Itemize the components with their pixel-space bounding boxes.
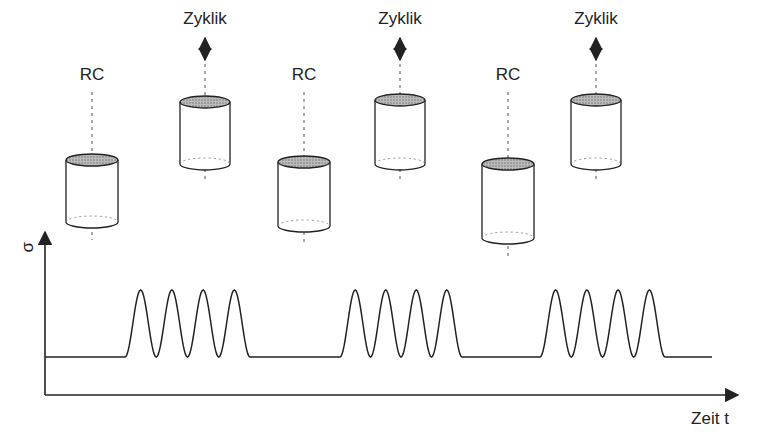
specimen-cylinder xyxy=(571,38,621,182)
specimen-cylinder xyxy=(278,92,330,244)
stress-signal xyxy=(45,290,712,357)
load-phase-label: Zyklik xyxy=(378,10,421,29)
rest-phase-label: RC xyxy=(496,66,521,85)
specimen-cylinder xyxy=(180,38,230,182)
load-phase-label: Zyklik xyxy=(574,10,617,29)
stress-axis xyxy=(44,232,46,395)
specimen-cylinder xyxy=(66,92,118,240)
load-phase-label: Zyklik xyxy=(183,10,226,29)
time-axis xyxy=(45,394,738,396)
axis-label: Zeit t xyxy=(691,410,729,429)
cyclic-load-arrow xyxy=(399,38,401,60)
axis-label: σ xyxy=(19,242,38,253)
cyclic-load-arrow xyxy=(204,38,206,60)
specimen-cylinder xyxy=(482,92,534,256)
rest-phase-label: RC xyxy=(292,66,317,85)
cyclic-load-arrow xyxy=(595,38,597,60)
rest-phase-label: RC xyxy=(80,66,105,85)
specimen-cylinder xyxy=(375,38,425,182)
